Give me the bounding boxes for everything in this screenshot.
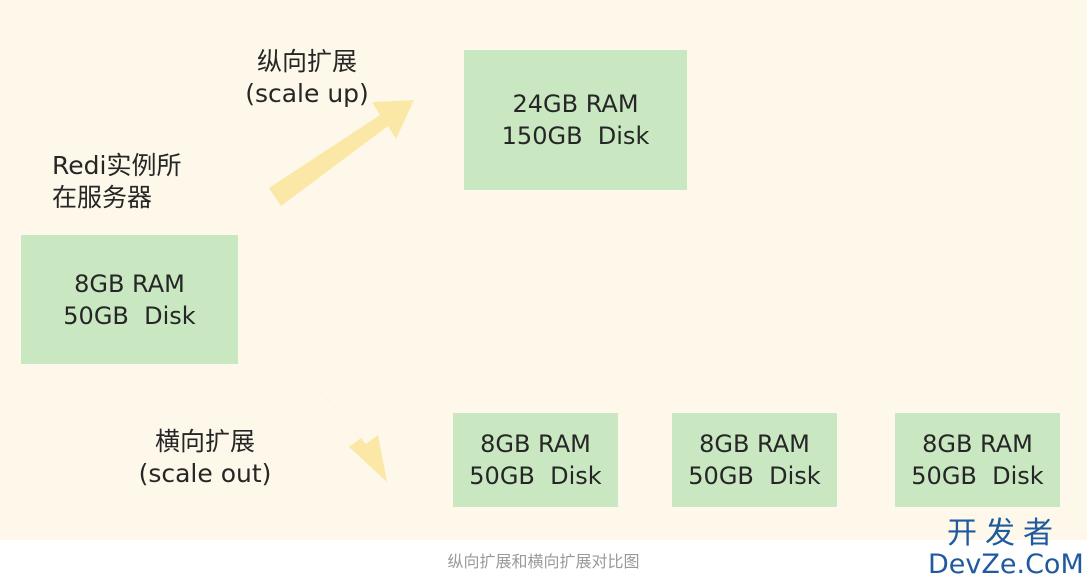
watermark-logo: 开发者 DevZe.CoM (928, 516, 1084, 580)
scale-out-server-box-1: 8GB RAM 50GB Disk (453, 413, 618, 507)
diagram-canvas: Redi实例所 在服务器 8GB RAM 50GB Disk 纵向扩展 (sca… (0, 0, 1087, 540)
original-server-ram: 8GB RAM (74, 269, 185, 298)
scale-up-server-disk: 150GB Disk (501, 122, 650, 150)
scale-out-server-box-2: 8GB RAM 50GB Disk (672, 413, 837, 507)
scale-out-label-en: (scale out) (138, 459, 272, 488)
scale-out-server-1-disk: 50GB Disk (469, 462, 602, 490)
scale-out-server-2-disk: 50GB Disk (688, 462, 821, 490)
scale-out-label: 横向扩展 (scale out) (120, 426, 290, 490)
scale-up-label-en: (scale up) (245, 79, 369, 108)
scale-up-label: 纵向扩展 (scale up) (232, 46, 382, 110)
scale-up-arrow (269, 100, 414, 206)
original-server-box: 8GB RAM 50GB Disk (21, 235, 238, 364)
scale-up-server-ram: 24GB RAM (512, 90, 639, 118)
watermark-cn: 开发者 (947, 516, 1061, 551)
scale-out-server-2-ram: 8GB RAM (699, 430, 810, 458)
scale-up-server-box: 24GB RAM 150GB Disk (464, 50, 687, 190)
scale-out-arrow (300, 368, 387, 482)
server-label-line2: 在服务器 (52, 183, 153, 212)
original-server-disk: 50GB Disk (63, 301, 196, 330)
scale-out-server-3-ram: 8GB RAM (922, 430, 1033, 458)
scale-out-server-1-ram: 8GB RAM (480, 430, 591, 458)
server-label: Redi实例所 在服务器 (52, 150, 181, 214)
scale-out-server-3-disk: 50GB Disk (911, 462, 1044, 490)
watermark-en: DevZe.CoM (928, 549, 1084, 580)
figure-caption: 纵向扩展和横向扩展对比图 (447, 552, 640, 571)
scale-out-server-box-3: 8GB RAM 50GB Disk (895, 413, 1060, 507)
arrows-layer (269, 100, 414, 482)
scale-up-label-cn: 纵向扩展 (256, 47, 357, 76)
scale-out-label-cn: 横向扩展 (154, 427, 255, 456)
server-label-line1: Redi实例所 (52, 151, 182, 180)
